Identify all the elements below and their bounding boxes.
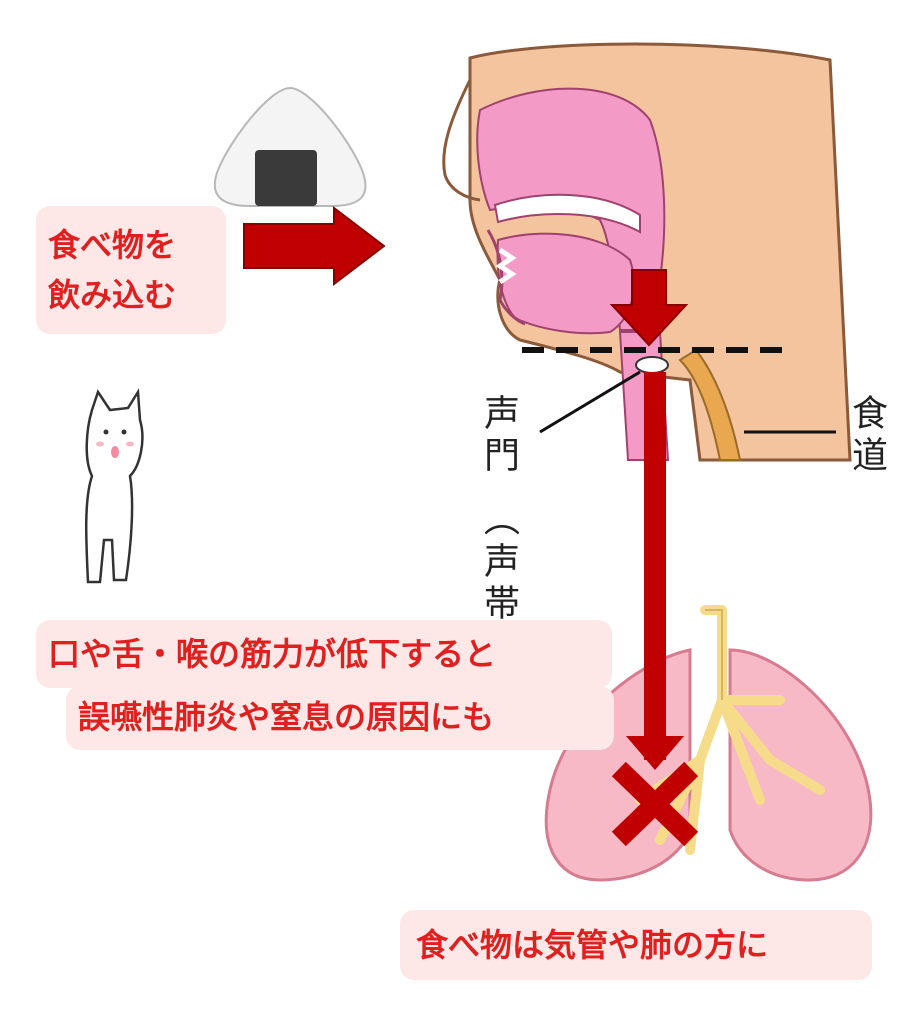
tongue <box>496 232 635 335</box>
teeth <box>495 247 517 285</box>
esophagus-label: 食道 <box>846 394 887 478</box>
cat-illustration <box>84 388 144 584</box>
bronchi-outline <box>705 609 723 700</box>
glottis-label: 声門 <box>478 394 519 478</box>
muscle-weakness-label-line1: 口や舌・喉の筋力が低下すると <box>36 620 612 688</box>
swallow-label-line2: 飲み込む <box>48 276 177 314</box>
cross-mark-icon <box>611 761 699 847</box>
down-arrow <box>609 269 689 347</box>
esophagus-tube <box>678 348 742 461</box>
aspiration-result-label: 食べ物は気管や肺の方に <box>400 910 872 980</box>
muscle-weakness-label-line2: 誤嚥性肺炎や窒息の原因にも <box>66 686 614 750</box>
aspiration-arrowhead <box>626 736 684 770</box>
aspiration-path <box>644 372 666 760</box>
nori-seaweed <box>255 150 317 206</box>
glottis-opening <box>635 356 669 374</box>
mouth-lips <box>486 229 526 326</box>
swallow-label: 食べ物を 飲み込む <box>36 206 226 334</box>
nose-profile <box>442 79 481 202</box>
cat-cheek-left <box>96 441 104 447</box>
cat-cheek-right <box>126 441 134 447</box>
cat-mouth <box>111 446 119 458</box>
onigiri-icon <box>213 86 367 207</box>
cat-body <box>84 388 144 584</box>
cat-eye-right <box>121 429 127 435</box>
right-lung <box>728 648 873 882</box>
swallow-right-arrow <box>243 205 386 287</box>
swallow-label-line1: 食べ物を <box>48 226 177 264</box>
cat-eye-left <box>103 429 109 435</box>
glottis-pointer-line <box>539 370 641 434</box>
palate <box>493 193 641 234</box>
